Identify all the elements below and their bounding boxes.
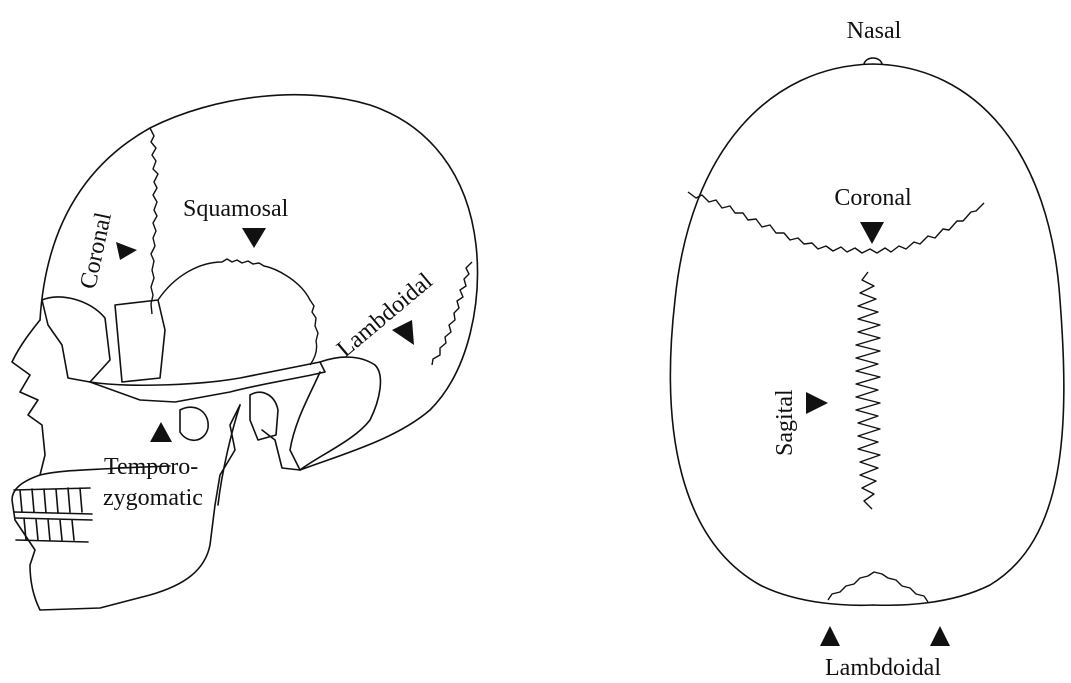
superior-sagital-arrow <box>806 392 828 414</box>
lateral-temporal-squama <box>158 259 318 365</box>
superior-coronal-label: Coronal <box>834 185 912 211</box>
superior-skull-view: Nasal Coronal Sagital Lambdoidal <box>670 18 1063 681</box>
superior-nasal-bump <box>864 58 882 64</box>
superior-sagital-label: Sagital <box>772 389 798 456</box>
lateral-squamosal-arrow <box>242 228 266 248</box>
lateral-sphenoid <box>115 300 165 382</box>
lateral-teeth-upper <box>14 488 92 514</box>
lateral-coronal-suture <box>150 128 158 314</box>
lateral-temporo-arrow <box>150 422 172 442</box>
lateral-skull-view: Coronal Squamosal Lambdoidal Temporo- zy… <box>12 95 477 610</box>
lateral-squamosal-label: Squamosal <box>183 196 289 222</box>
lateral-lambdoidal-label: Lambdoidal <box>332 268 438 363</box>
lateral-skull-occiput <box>262 430 300 470</box>
superior-coronal-arrow <box>860 222 884 244</box>
superior-lambdoidal-arrow-right <box>930 626 950 646</box>
superior-nasal-label: Nasal <box>847 18 902 44</box>
lateral-temporo-label-line1: Temporo- <box>104 454 198 480</box>
lateral-lambdoidal-arrow <box>392 320 414 345</box>
superior-lambdoidal-label: Lambdoidal <box>825 655 941 681</box>
lateral-condyle <box>180 407 208 440</box>
superior-lambdoidal-arrow-left <box>820 626 840 646</box>
lateral-coronal-arrow <box>116 242 137 260</box>
lateral-mastoid <box>290 357 380 470</box>
lateral-orbit <box>42 297 110 382</box>
lateral-coronal-label: Coronal <box>75 210 117 291</box>
lateral-ear-region <box>250 392 278 440</box>
superior-lambdoidal-suture <box>828 572 928 602</box>
lateral-temporo-label-line2: zygomatic <box>103 485 203 511</box>
superior-sagittal-suture <box>856 272 880 509</box>
